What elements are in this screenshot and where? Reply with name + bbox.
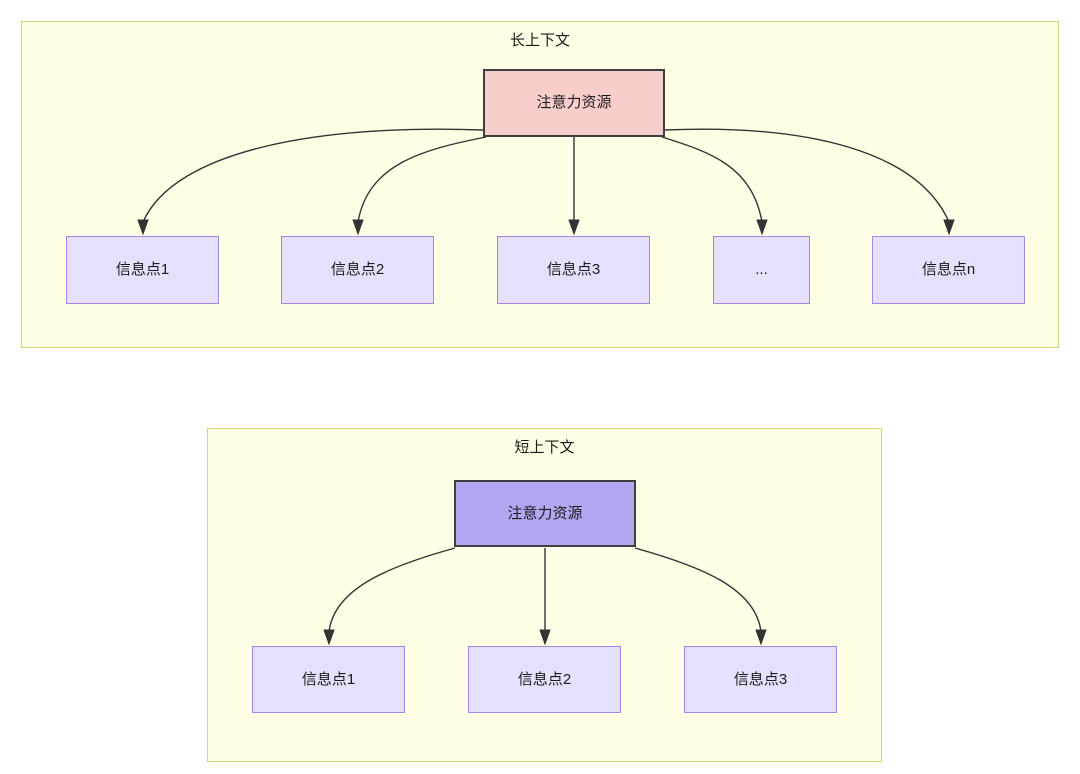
group-short-context-title: 短上下文 — [514, 439, 575, 456]
node-info-point-long-3-label: 信息点3 — [546, 261, 601, 278]
node-info-point-long-2[interactable]: 信息点2 — [281, 236, 434, 304]
node-info-point-short-1[interactable]: 信息点1 — [252, 646, 405, 713]
node-info-point-long-3[interactable]: 信息点3 — [497, 236, 650, 304]
node-attention-resource-long[interactable]: 注意力资源 — [483, 69, 665, 137]
node-attention-resource-long-label: 注意力资源 — [536, 94, 612, 111]
node-info-point-long-ellipsis-label: ... — [755, 261, 768, 278]
node-info-point-short-1-label: 信息点1 — [301, 670, 356, 688]
node-info-point-long-n-label: 信息点n — [921, 261, 976, 278]
node-info-point-short-2[interactable]: 信息点2 — [468, 646, 621, 713]
node-info-point-long-2-label: 信息点2 — [330, 261, 385, 278]
node-info-point-long-1-label: 信息点1 — [115, 261, 170, 278]
node-info-point-long-ellipsis[interactable]: ... — [713, 236, 810, 304]
node-info-point-short-3-label: 信息点3 — [733, 670, 788, 688]
node-attention-resource-short-label: 注意力资源 — [507, 504, 583, 522]
node-info-point-short-2-label: 信息点2 — [517, 670, 572, 688]
node-info-point-long-1[interactable]: 信息点1 — [66, 236, 219, 304]
node-attention-resource-short[interactable]: 注意力资源 — [454, 480, 636, 547]
group-long-context-title: 长上下文 — [509, 32, 570, 49]
node-info-point-short-3[interactable]: 信息点3 — [684, 646, 837, 713]
node-info-point-long-n[interactable]: 信息点n — [872, 236, 1025, 304]
